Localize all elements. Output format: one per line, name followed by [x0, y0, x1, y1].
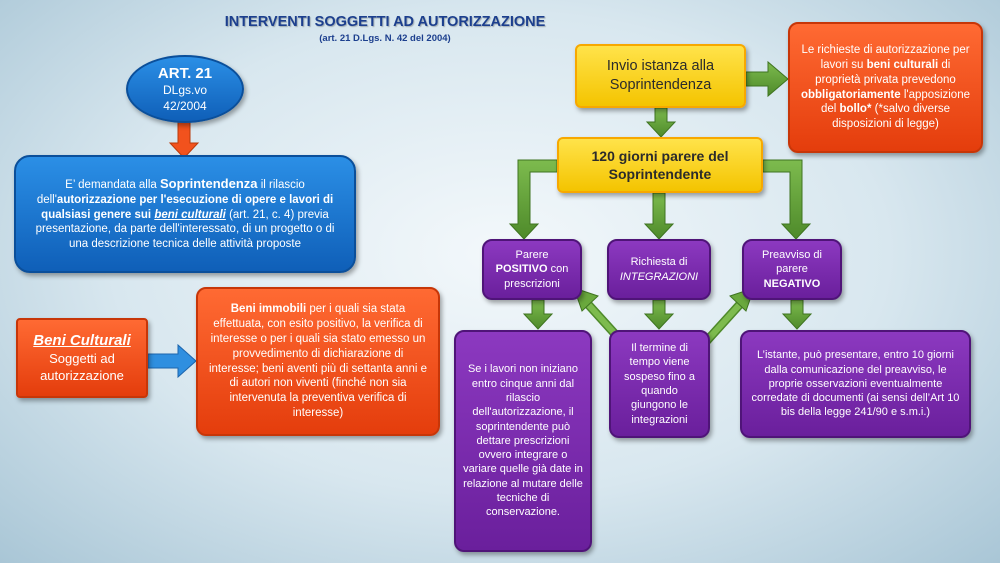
richiesta-integrazioni-box: Richiesta di INTEGRAZIONI	[607, 239, 711, 300]
arrow-positivo-to-detail	[522, 299, 554, 330]
arrow-negativo-to-detail	[781, 299, 813, 330]
intro-p1-bold: Soprintendenza	[160, 175, 258, 191]
positivo-a: Parere	[515, 249, 549, 262]
intro-text: E’ demandata alla Soprintendenza il rila…	[26, 176, 344, 253]
page-title: INTERVENTI SOGGETTI AD AUTORIZZAZIONE	[224, 14, 546, 30]
beni-culturali-line1: Soggetti ad	[49, 350, 115, 366]
art21-ellipse: ART. 21 DLgs.vo 42/2004	[126, 55, 244, 123]
beni-immobili-bold: Beni immobili	[230, 302, 307, 315]
negativo-detail-text: L’istante, può presentare, entro 10 gior…	[751, 349, 960, 419]
integrazioni-a: Richiesta di	[630, 256, 688, 269]
arrow-invio-to-note	[745, 60, 789, 98]
beni-immobili-box: Beni immobili per i quali sia stata effe…	[196, 287, 440, 436]
parere-120-text: 120 giorni parere del Soprintendente	[591, 147, 729, 182]
art21-line2: 42/2004	[163, 98, 207, 113]
positivo-c: con prescrizioni	[504, 263, 569, 290]
parere-120-box: 120 giorni parere del Soprintendente	[557, 137, 763, 193]
invio-istanza-text: Invio istanza alla Soprintendenza	[606, 58, 715, 93]
title-block: INTERVENTI SOGGETTI AD AUTORIZZAZIONE (a…	[200, 14, 570, 44]
intro-p2-bold: autorizzazione per l'esecuzione di opere…	[41, 193, 334, 221]
note-a: Le richieste di autorizzazione per lavor…	[801, 43, 970, 71]
arrow-beni-to-immobili	[147, 343, 197, 379]
note-f: bollo*	[839, 103, 872, 116]
parere-positivo-box: Parere POSITIVO con prescrizioni	[482, 239, 582, 300]
positivo-detail-box: Se i lavori non iniziano entro cinque an…	[454, 330, 592, 552]
arrow-art21-to-intro	[168, 119, 200, 159]
termine-text: Il termine di tempo viene sospeso fino a…	[624, 342, 695, 426]
intro-p2-bi: beni culturali	[154, 208, 226, 221]
negativo-detail-box: L’istante, può presentare, entro 10 gior…	[740, 330, 971, 438]
preavviso-negativo-box: Preavviso di parere NEGATIVO	[742, 239, 842, 300]
intro-p3: previa presentazione, da parte dell'inte…	[35, 208, 335, 251]
bollo-note-box: Le richieste di autorizzazione per lavor…	[788, 22, 983, 153]
page-subtitle: (art. 21 D.Lgs. N. 42 del 2004)	[319, 33, 451, 44]
intro-p2-end: (art. 21, c. 4)	[225, 208, 295, 221]
intro-p1: E’ demandata alla	[65, 178, 161, 191]
positivo-b: POSITIVO	[495, 263, 548, 276]
positivo-detail-text: Se i lavori non iniziano entro cinque an…	[463, 363, 583, 519]
intro-box: E’ demandata alla Soprintendenza il rila…	[14, 155, 356, 273]
invio-istanza-box: Invio istanza alla Soprintendenza	[575, 44, 746, 108]
arrow-120-to-positivo	[508, 159, 558, 240]
note-b: beni culturali	[866, 58, 939, 71]
arrow-integrazioni-to-termine	[643, 299, 675, 330]
note-c: di proprietà privata prevedono	[815, 58, 956, 86]
arrow-120-to-negativo	[762, 159, 812, 240]
beni-culturali-title: Beni Culturali	[33, 332, 131, 350]
negativo-a: Preavviso di parere	[762, 249, 822, 276]
beni-immobili-text: Beni immobili per i quali sia stata effe…	[208, 302, 428, 422]
art21-line1: DLgs.vo	[162, 83, 208, 98]
note-d: obbligatoriamente	[800, 88, 901, 101]
intro-p2-a: dell'	[36, 193, 57, 206]
termine-box: Il termine di tempo viene sospeso fino a…	[609, 330, 710, 438]
art21-title: ART. 21	[157, 64, 213, 82]
beni-immobili-rest: per i quali sia stata effettuata, con es…	[208, 302, 427, 420]
note-g: (*salvo diverse disposizioni di legge)	[832, 103, 951, 131]
beni-culturali-box: Beni Culturali Soggetti ad autorizzazion…	[16, 318, 148, 398]
note-e: l'apposizione del	[820, 88, 970, 116]
beni-culturali-line2: autorizzazione	[40, 367, 124, 383]
intro-p1-end: il rilascio	[257, 178, 305, 191]
arrow-120-to-integrazioni	[643, 192, 675, 240]
bollo-note-text: Le richieste di autorizzazione per lavor…	[798, 43, 973, 133]
integrazioni-b: INTEGRAZIONI	[619, 270, 699, 283]
arrow-invio-to-120	[645, 107, 677, 138]
negativo-b: NEGATIVO	[763, 277, 821, 290]
